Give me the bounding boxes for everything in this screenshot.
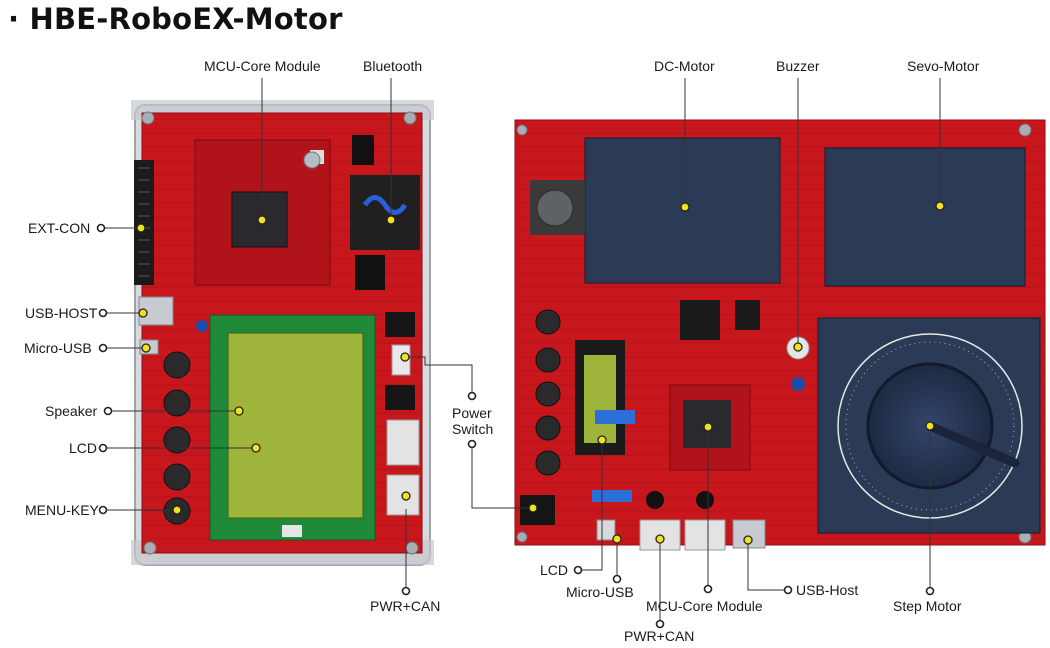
marker-usb-host-right bbox=[743, 535, 753, 545]
step-motor-pointer bbox=[925, 421, 1020, 468]
label-usb-host-right: USB-Host bbox=[796, 582, 859, 598]
marker-ext-con bbox=[136, 223, 146, 233]
marker-power-switch-right bbox=[528, 503, 538, 513]
ext-con-header bbox=[134, 160, 154, 285]
right-usb-host-port bbox=[732, 519, 766, 549]
marker-step-motor bbox=[925, 421, 935, 431]
dc-motor-shaft bbox=[536, 189, 574, 227]
right-pwr-can-connector-2 bbox=[684, 519, 726, 551]
right-lcd-screen bbox=[584, 355, 616, 443]
marker-speaker bbox=[234, 406, 244, 416]
marker-micro-usb-left bbox=[141, 343, 151, 353]
marker-usb-host-left bbox=[138, 308, 148, 318]
marker-mcu-core-right bbox=[703, 422, 713, 432]
label-lcd-right: LCD bbox=[540, 562, 569, 578]
label-ext-con: EXT-CON bbox=[28, 220, 91, 236]
label-micro-usb-left: Micro-USB bbox=[24, 340, 92, 356]
label-lcd-left: LCD bbox=[69, 440, 98, 456]
marker-lcd-left bbox=[251, 443, 261, 453]
label-micro-usb-right: Micro-USB bbox=[566, 584, 634, 600]
marker-micro-usb-right bbox=[612, 534, 622, 544]
left-pwr-can-connector-1 bbox=[386, 419, 420, 466]
label-mcu-core-left: MCU-Core Module bbox=[204, 58, 321, 74]
servo-motor-body bbox=[824, 147, 1026, 287]
left-board bbox=[131, 100, 434, 566]
usb-host-port bbox=[138, 296, 174, 326]
label-usb-host-left: USB-HOST bbox=[25, 305, 98, 321]
marker-bluetooth bbox=[386, 215, 396, 225]
marker-mcu-core-left bbox=[257, 215, 267, 225]
leader-endpoints bbox=[96, 223, 935, 629]
label-power-switch-2: Switch bbox=[452, 421, 494, 437]
marker-dc-motor bbox=[680, 202, 690, 212]
leader-lines bbox=[105, 78, 941, 620]
label-dc-motor: DC-Motor bbox=[654, 58, 715, 74]
label-buzzer: Buzzer bbox=[776, 58, 820, 74]
label-servo-motor: Sevo-Motor bbox=[907, 58, 980, 74]
left-lcd-screen bbox=[227, 332, 364, 519]
marker-dots bbox=[136, 201, 945, 545]
marker-menu-key bbox=[172, 505, 182, 515]
label-menu-key: MENU-KEY bbox=[25, 502, 99, 518]
label-mcu-core-right: MCU-Core Module bbox=[646, 598, 763, 614]
marker-pwr-can-right bbox=[655, 534, 665, 544]
label-power-switch-1: Power bbox=[452, 405, 492, 421]
marker-servo-motor bbox=[935, 201, 945, 211]
label-speaker: Speaker bbox=[45, 403, 98, 419]
label-pwr-can-left: PWR+CAN bbox=[370, 598, 441, 614]
page-title: · HBE-RoboEX-Motor bbox=[8, 2, 343, 36]
label-pwr-can-right: PWR+CAN bbox=[624, 628, 695, 644]
right-board bbox=[514, 119, 1046, 551]
label-bluetooth: Bluetooth bbox=[363, 58, 423, 74]
marker-lcd-right bbox=[597, 435, 607, 445]
marker-power-switch bbox=[400, 352, 410, 362]
marker-pwr-can-left bbox=[401, 491, 411, 501]
label-step-motor: Step Motor bbox=[893, 598, 962, 614]
bluetooth-module bbox=[350, 175, 420, 250]
marker-buzzer bbox=[793, 342, 803, 352]
